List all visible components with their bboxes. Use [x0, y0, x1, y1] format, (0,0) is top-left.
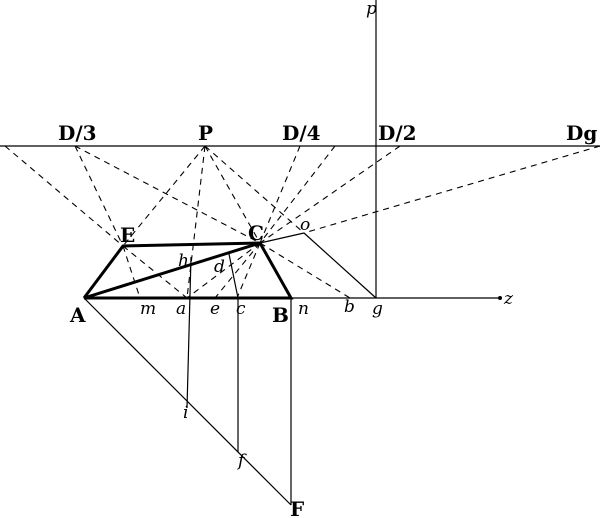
- label-D3: D/3: [58, 121, 97, 145]
- label-i: i: [183, 403, 188, 423]
- construction-lines: [4, 145, 600, 299]
- label-d: d: [214, 257, 225, 277]
- label-e: e: [210, 299, 220, 319]
- label-F: F: [290, 497, 304, 518]
- label-o: o: [300, 215, 310, 235]
- label-g: g: [372, 299, 383, 319]
- label-f: f: [236, 451, 247, 471]
- label-n: n: [298, 299, 309, 319]
- label-A: A: [69, 303, 86, 327]
- label-c: c: [236, 299, 246, 319]
- label-b: b: [344, 297, 355, 317]
- trapezoid-outline: [82, 241, 294, 300]
- label-B: B: [272, 303, 289, 327]
- z-endpoint: [498, 296, 502, 300]
- label-z: z: [503, 289, 514, 309]
- label-P: P: [198, 121, 213, 145]
- label-D2: D/2: [378, 121, 417, 145]
- label-C: C: [248, 221, 264, 245]
- label-p: p: [366, 0, 377, 19]
- label-m: m: [140, 299, 156, 319]
- thin-lines: [83, 232, 377, 506]
- label-D4: D/4: [282, 121, 321, 145]
- label-E: E: [120, 223, 135, 247]
- label-a: a: [176, 299, 186, 319]
- label-h: h: [178, 251, 189, 271]
- label-Dg: Dg: [566, 121, 597, 145]
